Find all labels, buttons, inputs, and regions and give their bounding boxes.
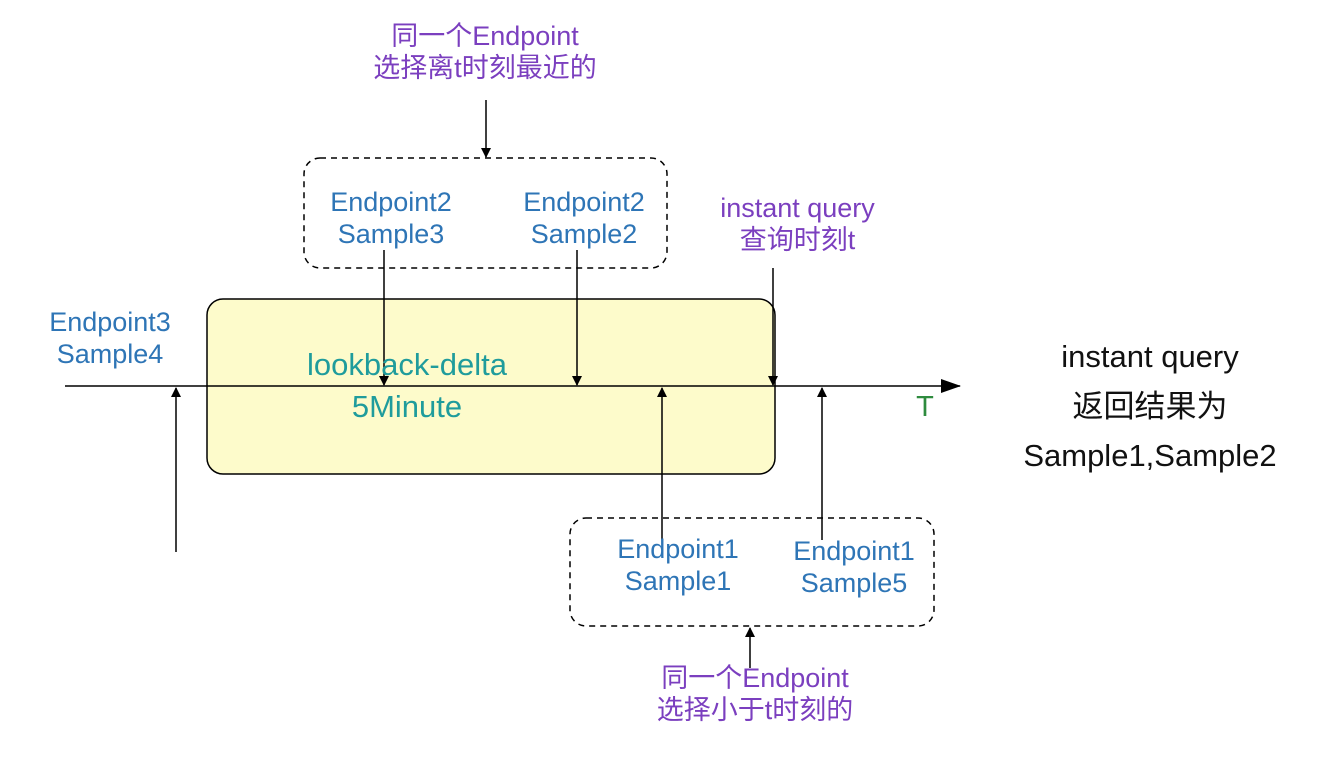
top-note-line2: 选择离t时刻最近的	[373, 53, 597, 84]
result-line2: 返回结果为	[1072, 388, 1228, 424]
label-endpoint1-sample1: Endpoint1 Sample1	[593, 533, 763, 598]
endpoint2-group-box	[303, 157, 668, 269]
result-line1: instant query	[1061, 339, 1239, 374]
query-time-line1: instant query	[720, 193, 875, 223]
window-line1: lookback-delta	[307, 347, 507, 382]
endpoint-name: Endpoint3	[49, 307, 171, 337]
query-result: instant query 返回结果为 Sample1,Sample2	[985, 332, 1315, 481]
bottom-note: 同一个Endpoint 选择小于t时刻的	[605, 662, 905, 727]
sample-name: Sample4	[56, 339, 164, 370]
label-endpoint3-sample4: Endpoint3 Sample4	[25, 306, 195, 371]
result-line3: Sample1,Sample2	[1023, 438, 1277, 474]
sample-name: Sample3	[337, 219, 445, 250]
lookback-window-label: lookback-delta 5Minute	[257, 344, 557, 428]
endpoint1-group-box	[569, 517, 935, 627]
query-time-line2: 查询时刻t	[739, 225, 856, 256]
window-line2: 5Minute	[351, 388, 463, 424]
axis-label-t: T	[916, 391, 934, 423]
top-note: 同一个Endpoint 选择离t时刻最近的	[330, 20, 640, 85]
bottom-note-line1: 同一个Endpoint	[661, 663, 849, 693]
sample-name: Sample1	[624, 566, 732, 597]
query-time-label: instant query 查询时刻t	[690, 192, 905, 257]
endpoint-name: Endpoint1	[617, 534, 739, 564]
endpoint-name: Endpoint1	[793, 536, 915, 566]
top-note-line1: 同一个Endpoint	[391, 21, 579, 51]
sample-name: Sample5	[800, 568, 908, 599]
label-endpoint1-sample5: Endpoint1 Sample5	[769, 535, 939, 600]
endpoint-name: Endpoint2	[330, 187, 452, 217]
bottom-note-line2: 选择小于t时刻的	[656, 695, 854, 726]
label-endpoint2-sample2: Endpoint2 Sample2	[499, 186, 669, 251]
sample-name: Sample2	[530, 219, 638, 250]
label-endpoint2-sample3: Endpoint2 Sample3	[306, 186, 476, 251]
endpoint-name: Endpoint2	[523, 187, 645, 217]
